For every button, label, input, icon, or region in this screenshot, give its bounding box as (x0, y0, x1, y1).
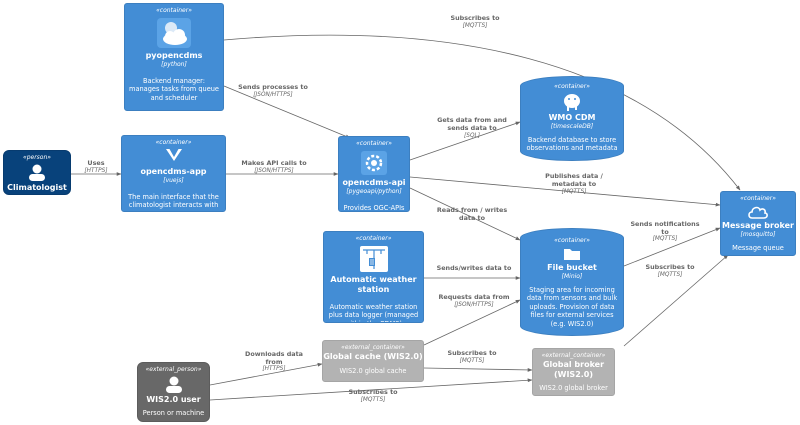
node-automatic-weather-station[interactable]: «container» Automatic weather station Au… (323, 231, 424, 323)
node-tech: [timescaleDB] (550, 123, 594, 130)
node-stereotype: «container» (155, 139, 192, 146)
node-description: WIS2.0 global cache (339, 367, 407, 375)
node-description: Automatic weather station plus data logg… (328, 303, 419, 322)
edge-api-to-bucket (409, 187, 521, 241)
node-tech: [Minio] (561, 273, 583, 280)
node-tech: [mosquitto] (740, 231, 776, 238)
node-tech: [vuejs] (163, 177, 184, 184)
edge-label: Reads from / writes data to (436, 206, 508, 222)
person-icon (29, 164, 45, 181)
node-tech: [python] (161, 61, 187, 68)
edge-label: Requests data from (438, 293, 510, 301)
node-opencdms-app[interactable]: «container» opencdms-app [vuejs] The mai… (121, 135, 226, 212)
weather-station-icon (359, 246, 388, 272)
node-title: WIS2.0 user (146, 395, 201, 404)
node-description: Backend database to store observations a… (526, 136, 618, 153)
edge-cache-to-globalbroker (423, 367, 533, 372)
edge-label: Publishes data / metadata to (545, 172, 603, 188)
edge-cache-to-bucket (423, 299, 521, 346)
cloud-sun-icon (157, 18, 191, 48)
node-stereotype: «external_container» (341, 344, 405, 351)
node-stereotype: «container» (740, 195, 776, 202)
node-description: Person or machine (142, 409, 205, 417)
node-global-broker[interactable]: «external_container» Global broker (WIS2… (532, 348, 615, 396)
edge-tech: [MQTTS] (657, 272, 683, 278)
node-description: The main interface that the climatologis… (128, 193, 219, 210)
node-stereotype: «external_container» (541, 352, 606, 359)
node-stereotype: «container» (355, 235, 392, 242)
edge-tech: [JSON/HTTPS] (254, 168, 294, 174)
cloud-icon (748, 206, 768, 219)
edge-tech: [HTTPS] (262, 366, 286, 372)
edge-tech: [MQTTS] (360, 397, 386, 403)
edge-user-to-cache (209, 362, 323, 386)
vue-logo-icon (165, 149, 182, 161)
node-global-cache[interactable]: «external_container» Global cache (WIS2.… (322, 340, 424, 382)
node-stereotype: «container» (356, 140, 392, 147)
node-title: Message broker (722, 221, 794, 230)
node-wis2-user[interactable]: «external_person» WIS2.0 user Person or … (137, 362, 210, 422)
edge-tech: [MQTTS] (459, 358, 485, 364)
edge-tech: [HTTPS] (84, 168, 108, 174)
edge-pyopencdms-to-api (223, 85, 351, 139)
node-title: Global cache (WIS2.0) (323, 352, 423, 361)
edge-tech: [JSON/HTTPS] (253, 92, 293, 98)
node-tech: [pygeoapi/python] (346, 188, 402, 195)
node-wmo-cdm[interactable]: «container» WMO CDM [timescaleDB] Backen… (520, 76, 624, 161)
node-description: Backend manager: manages tasks from queu… (129, 77, 219, 102)
gear-icon (361, 151, 387, 175)
edge-label: Sends processes to (238, 83, 308, 91)
edge-label: Downloads data from (245, 350, 303, 366)
elephant-icon (564, 94, 580, 111)
edge-label: Makes API calls to (241, 159, 307, 167)
edge-api-to-broker (409, 176, 721, 207)
node-description: Provides OGC-APIs (343, 204, 405, 212)
node-climatologist[interactable]: «person» Climatologist (3, 150, 71, 195)
node-title: Climatologist (7, 183, 67, 192)
node-description: Message queue (732, 244, 784, 252)
edge-label: Subscribes to (645, 263, 695, 271)
node-title: opencdms-api (342, 178, 406, 187)
node-description: Staging area for incoming data from sens… (526, 286, 618, 328)
edge-label: Sends notifications to (630, 220, 700, 236)
node-pyopencdms[interactable]: «container» pyopencdms [python] Backend … (124, 3, 224, 111)
edge-bucket-to-broker-sub (623, 254, 729, 347)
folder-icon (564, 249, 580, 260)
edge-pyopencdms-to-broker (223, 34, 741, 191)
node-stereotype: «person» (23, 154, 51, 161)
edge-label: Uses (87, 159, 105, 167)
node-file-bucket[interactable]: «container» File bucket [Minio] Staging … (520, 228, 624, 336)
node-message-broker[interactable]: «container» Message broker [mosquitto] M… (720, 191, 796, 256)
node-title: Global broker (WIS2.0) (542, 360, 605, 379)
edge-label: Subscribes to (450, 14, 500, 22)
node-opencdms-api[interactable]: «container» opencdms-api [pygeoapi/pytho… (338, 136, 410, 212)
edge-label: Subscribes to (348, 388, 398, 396)
edge-bucket-to-broker (623, 227, 721, 267)
edge-tech: [MQTTS] (652, 236, 678, 242)
edge-tech: [JSON/HTTPS] (454, 302, 494, 308)
node-title: pyopencdms (145, 51, 203, 60)
node-title: File bucket (547, 263, 597, 272)
edge-api-to-cdm (409, 121, 521, 161)
edge-tech: [MQTTS] (561, 189, 587, 195)
edge-label: Sends/writes data to (436, 264, 512, 272)
edge-label: Gets data from and sends data to (437, 116, 507, 132)
node-stereotype: «external_person» (145, 366, 202, 373)
node-title: opencdms-app (140, 167, 207, 176)
person-icon (165, 376, 182, 393)
node-description: WIS2.0 global broker (539, 384, 608, 392)
node-stereotype: «container» (554, 83, 590, 90)
node-title: WMO CDM (548, 113, 596, 122)
edge-user-to-globalbroker (209, 378, 533, 401)
edge-tech: [SQL] (464, 133, 480, 139)
edge-label: Subscribes to (447, 349, 497, 357)
node-title: Automatic weather station (330, 275, 417, 294)
node-stereotype: «container» (554, 237, 590, 244)
edge-tech: [MQTTS] (462, 23, 488, 29)
node-stereotype: «container» (156, 7, 192, 14)
